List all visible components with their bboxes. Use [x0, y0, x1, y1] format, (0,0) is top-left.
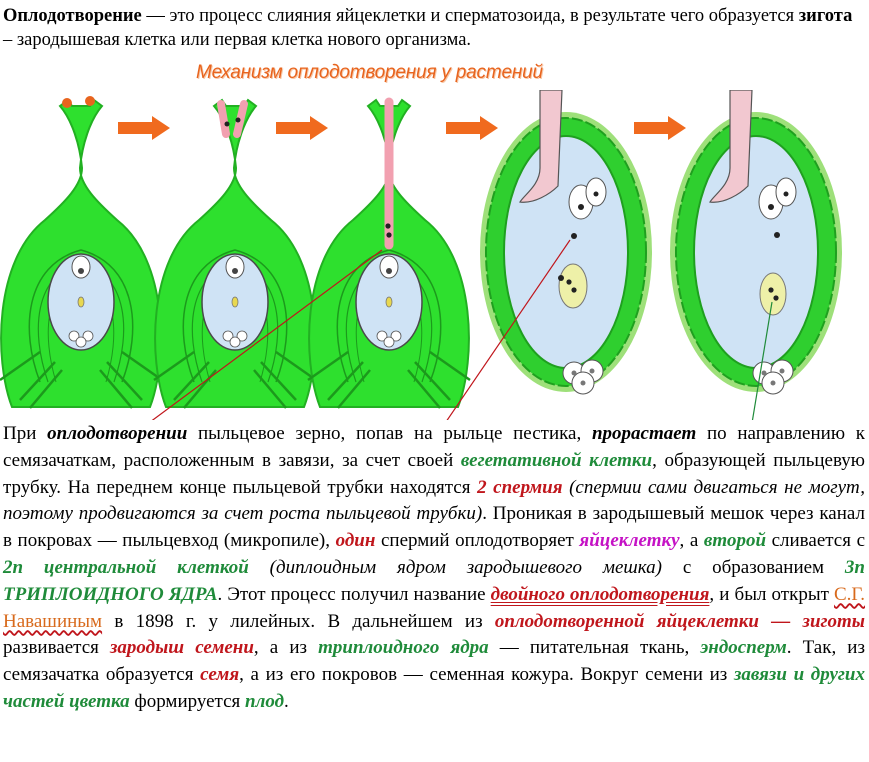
text-segment: по направлению к семязачаткам, расположе… — [3, 423, 865, 471]
text-segment: . Этот процесс получил название — [217, 583, 491, 605]
term-triploid-inline: три­плоидного ядра — [318, 637, 489, 659]
body-paragraph: При оплодотворении пыльцевое зерно, попа… — [3, 421, 865, 716]
term-central-cell: 2n центральной клеткой — [3, 556, 249, 578]
term-ovary-parts: завязи и других частей цветка — [3, 664, 865, 712]
intro-text-end: – зародышевая клетка или первая клетка н… — [3, 30, 472, 50]
annotation-line-red — [446, 239, 571, 420]
embryo-sac-stage-4 — [479, 90, 653, 395]
pistil-stage-1 — [0, 96, 164, 410]
text-segment: При — [3, 423, 48, 444]
text-segment: спермий оплодотворяет — [375, 530, 580, 552]
text-segment: слива­ется с — [766, 530, 866, 552]
text-segment: формируется — [129, 690, 245, 712]
term-second: второй — [703, 530, 767, 552]
term-navashin: С.Г. Навашиным — [3, 583, 866, 632]
figure-title: Механизм оплодотворения у растений — [196, 62, 543, 83]
intro-dash: — — [141, 6, 170, 26]
term-vegetative-cell: вегетативной клетки — [460, 449, 653, 471]
text-segment: развивается — [3, 637, 110, 659]
arrow-icon — [276, 116, 328, 140]
arrow-icon — [446, 116, 498, 140]
text-segment: , и был открыт — [709, 583, 834, 605]
term-egg-cell: яйцеклетку — [579, 530, 680, 552]
intro-text: это процесс слияния яйцеклетки и спермат… — [169, 6, 799, 26]
note-central-cell: (диплоидным ядром зародышевого мешка) — [248, 556, 663, 578]
term-zygote-inline: оплодотворенной яйцеклетки — зиготы — [494, 610, 865, 632]
term-triploid-nucleus: 3n ТРИПЛОИДНОГО ЯДРА — [3, 556, 865, 605]
fertilization-figure — [0, 90, 843, 420]
term-germinates: прорастает — [591, 423, 697, 444]
term-fertilization-inline: оплодотворении — [47, 423, 188, 444]
term-double-fertilization: двойного опло­дотворения — [490, 583, 710, 605]
text-segment: , а — [679, 530, 704, 552]
text-segment: , а из — [253, 637, 319, 659]
arrow-icon — [634, 116, 686, 140]
term-fertilization: Оплодотворение — [3, 6, 142, 26]
arrow-icon — [118, 116, 170, 140]
text-segment: в 1898 г. у лилейных. В дальнейшем из — [102, 610, 495, 632]
text-segment: , а из его покровов — семенная кожура. В… — [239, 664, 734, 686]
text-segment: . Проникая в зародышевый мешок через кан… — [3, 503, 865, 552]
pistil-stage-3 — [306, 97, 472, 410]
embryo-sac-stage-5 — [669, 90, 843, 395]
term-zygote: зигота — [798, 6, 853, 26]
term-seed-embryo: зародыш семени — [109, 637, 254, 659]
text-segment: . — [284, 690, 289, 712]
term-two-sperm: 2 спермия — [477, 476, 563, 498]
text-segment: . Так, из семязачатка образуется — [3, 637, 865, 686]
term-endosperm: эндосперм — [700, 637, 787, 659]
text-segment: с образо­ванием — [662, 556, 845, 578]
term-seed: семя — [200, 664, 240, 686]
annotation-line-red — [151, 249, 383, 420]
text-segment: пыльцевое зерно, попав на рыльце пестика… — [187, 423, 592, 444]
term-fruit: плод — [245, 690, 284, 712]
text-segment: — питательная ткань, — [488, 637, 701, 659]
annotation-line-green — [751, 301, 773, 420]
intro-paragraph: Оплодотворение — это процесс слияния яйц… — [3, 4, 865, 52]
term-one: один — [335, 530, 376, 552]
note-sperm: (спермии сами двигаться не могут, поэтом… — [3, 476, 866, 525]
pistil-stage-2 — [152, 98, 318, 410]
text-segment: , образующей пыльцевую трубку. На передн… — [3, 449, 865, 498]
